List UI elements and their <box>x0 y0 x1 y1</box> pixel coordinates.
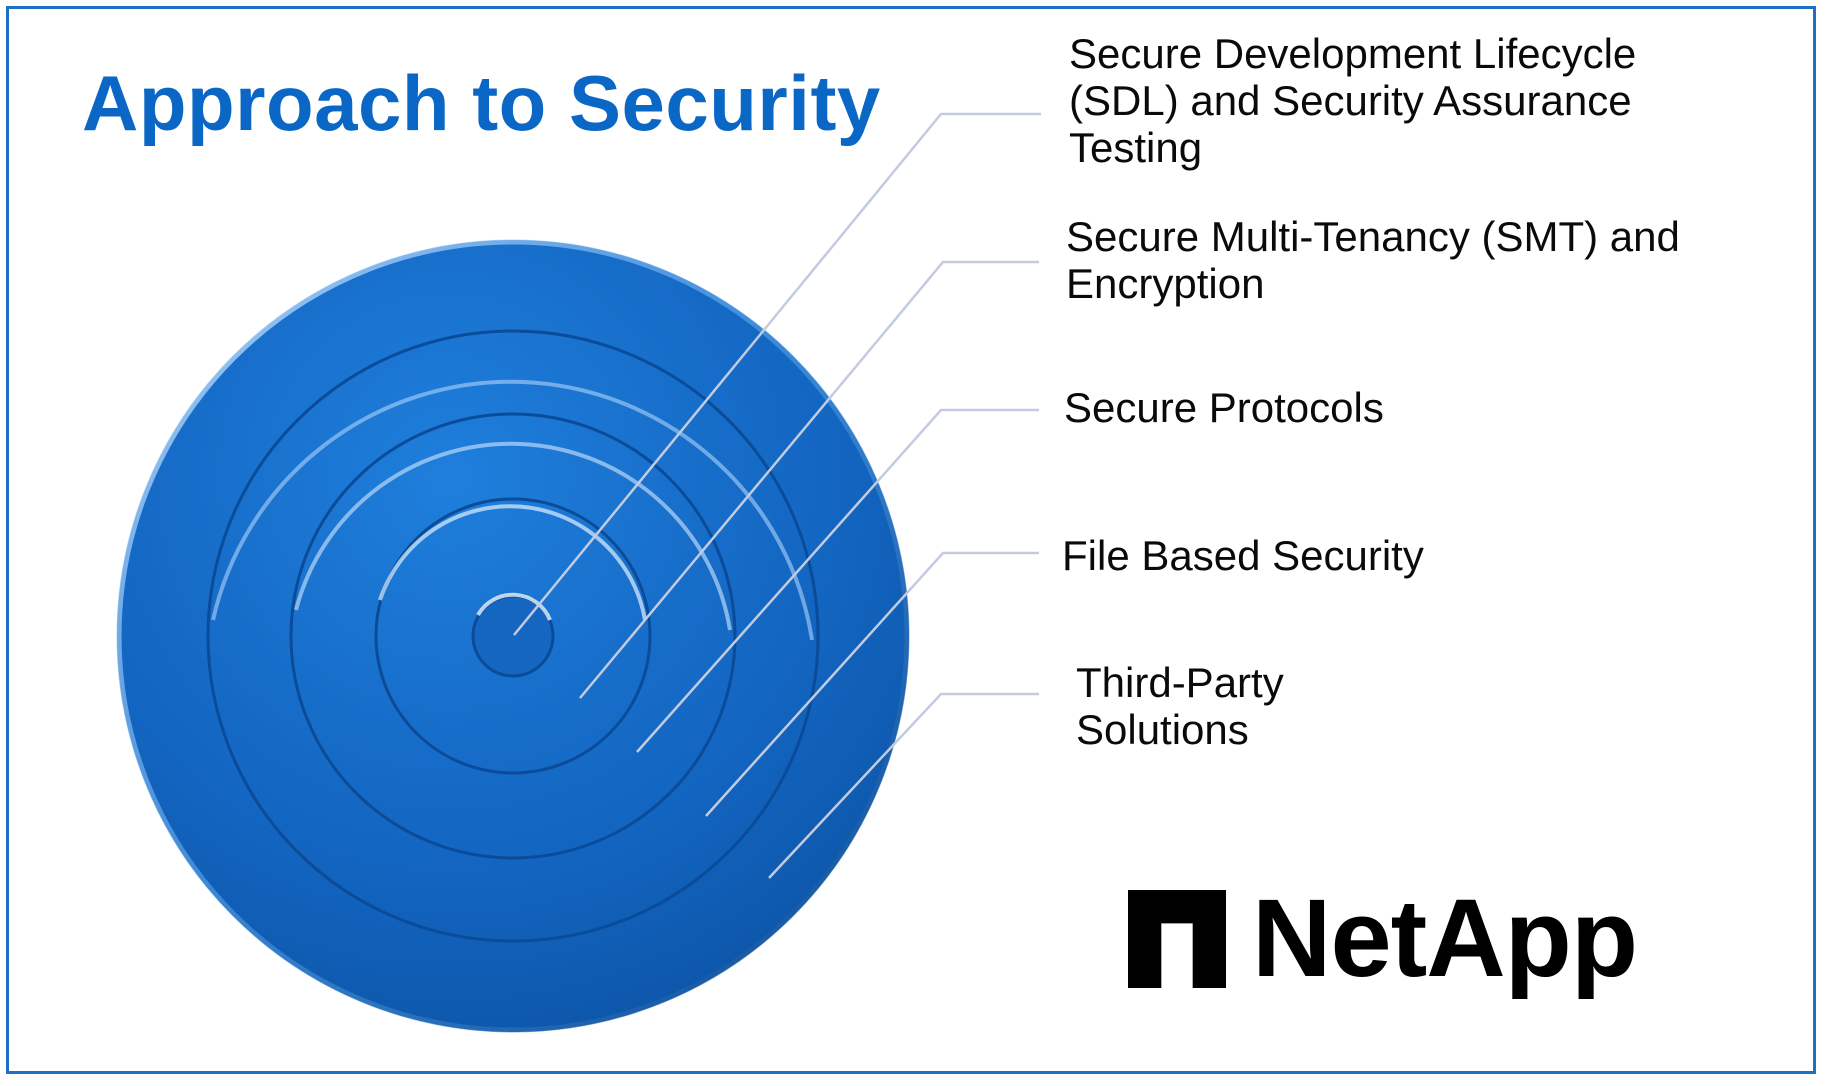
ring-2-highlight <box>378 504 647 621</box>
layer-label-line: Solutions <box>1076 706 1249 753</box>
layer-label-line: (SDL) and Security Assurance <box>1069 77 1632 124</box>
netapp-logo: NetApp <box>1128 877 1638 1000</box>
layer-label-3: Secure Protocols <box>1064 384 1384 431</box>
layer-label-1: Secure Development Lifecycle (SDL) and S… <box>1069 30 1636 171</box>
leader-line-3 <box>636 408 1039 753</box>
rings <box>206 329 820 943</box>
layer-label-line: Secure Protocols <box>1064 384 1384 431</box>
layer-label-line: Encryption <box>1066 260 1265 307</box>
leader-line-4 <box>705 551 1039 817</box>
layer-label-4: File Based Security <box>1062 532 1424 579</box>
page-title: Approach to Security <box>82 59 881 147</box>
ring-4-highlight <box>211 379 814 641</box>
layer-label-2: Secure Multi-Tenancy (SMT) and Encryptio… <box>1066 213 1680 307</box>
leader-line-2 <box>579 260 1039 699</box>
ring-4 <box>206 329 820 943</box>
ring-1-highlight <box>476 592 552 621</box>
layer-label-line: Testing <box>1069 124 1203 171</box>
layer-label-line: File Based Security <box>1062 532 1424 579</box>
layer-label-5: Third-Party Solutions <box>1076 659 1284 753</box>
slide-frame <box>6 6 1816 1074</box>
ring-2 <box>374 497 652 775</box>
layer-label-line: Secure Multi-Tenancy (SMT) and <box>1066 213 1680 260</box>
netapp-mark-icon <box>1128 890 1226 988</box>
layer-label-line: Third-Party <box>1076 659 1284 706</box>
leader-lines <box>513 112 1041 879</box>
netapp-logo-text: NetApp <box>1252 877 1638 1000</box>
outer-disc-rim <box>116 239 910 1033</box>
ring-3 <box>289 412 737 860</box>
leader-line-1 <box>513 112 1041 636</box>
ring-3-highlight <box>294 441 732 631</box>
layer-label-line: Secure Development Lifecycle <box>1069 30 1637 77</box>
leader-line-5 <box>768 692 1039 879</box>
